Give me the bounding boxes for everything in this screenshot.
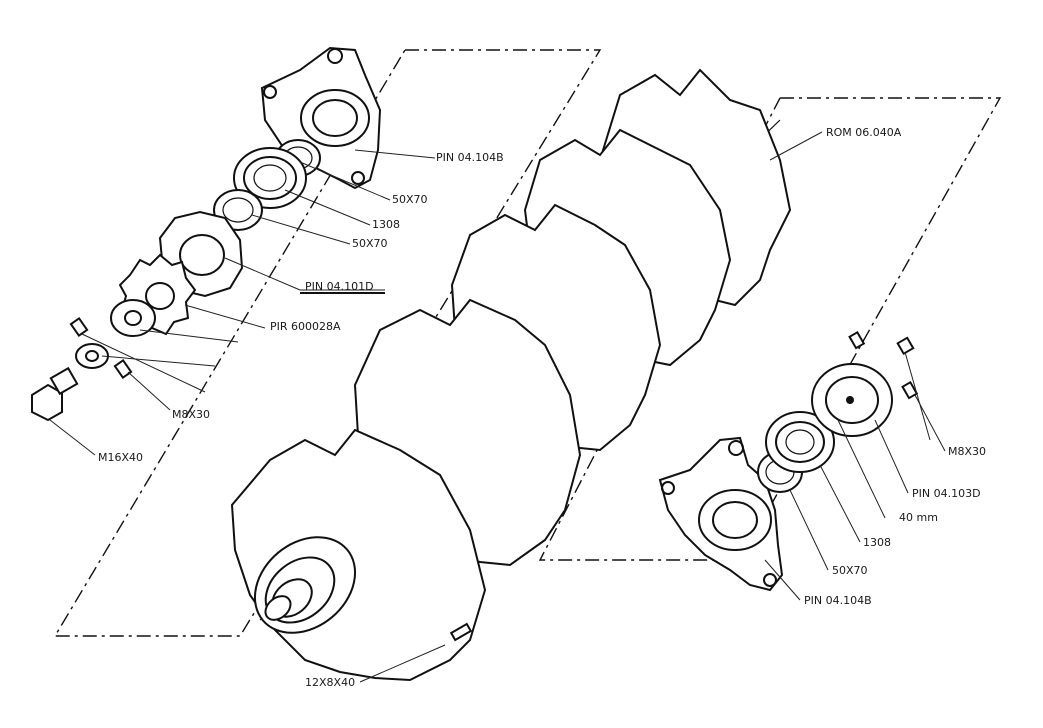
- label-pin-04-104b-bottom: PIN 04.104B: [804, 594, 872, 607]
- label-pin-04-104b-top: PIN 04.104B: [436, 151, 504, 164]
- label-bearing-1308-a: 1308: [372, 218, 400, 231]
- label-bearing-1308-b: 1308: [863, 536, 891, 549]
- right-bearing-stack: [449, 330, 919, 642]
- label-pir-600028a: PIR 600028A: [270, 320, 341, 333]
- label-bolt-m8x30-right: M8X30: [948, 445, 986, 458]
- label-seal-50x70-a: 50X70: [392, 193, 428, 206]
- leader-lines: [49, 131, 946, 683]
- end-cap-pin-04-103d: [811, 363, 893, 437]
- lock-washer-left: [75, 343, 109, 369]
- section-plane-left: [53, 49, 602, 637]
- washer-left: [110, 299, 156, 337]
- label-seal-50x70-b: 50X70: [352, 237, 388, 250]
- flange-housing-bottom: [658, 436, 784, 592]
- label-bolt-m16x40: M16X40: [98, 451, 143, 464]
- left-bearing-stack: [31, 46, 382, 422]
- small-bolt-left-b: [113, 359, 133, 379]
- small-bolts-right: [848, 330, 919, 400]
- label-seal-50x70-c: 50X70: [832, 564, 868, 577]
- label-rom-06-040a: ROM 06.040A: [826, 126, 902, 139]
- label-pin-04-101d: PIN 04.101D: [305, 280, 374, 293]
- part-labels: PIN 04.104B 50X70 1308 50X70 PIN 04.101D…: [98, 126, 986, 689]
- bearing-1308-b: [765, 411, 835, 473]
- key-12x8x40: [449, 622, 473, 642]
- label-key-12x8x40: 12X8X40: [305, 676, 355, 689]
- label-pin-04-103d: PIN 04.103D: [912, 487, 981, 500]
- label-dim-40mm: 40 mm: [899, 511, 938, 524]
- small-bolt-left-a: [69, 317, 89, 337]
- bolt-m16x40: [31, 366, 79, 422]
- rotor-hub: [253, 536, 357, 634]
- label-bolt-m8x30-left: M8X30: [172, 408, 210, 421]
- rotor-assembly: [230, 68, 792, 682]
